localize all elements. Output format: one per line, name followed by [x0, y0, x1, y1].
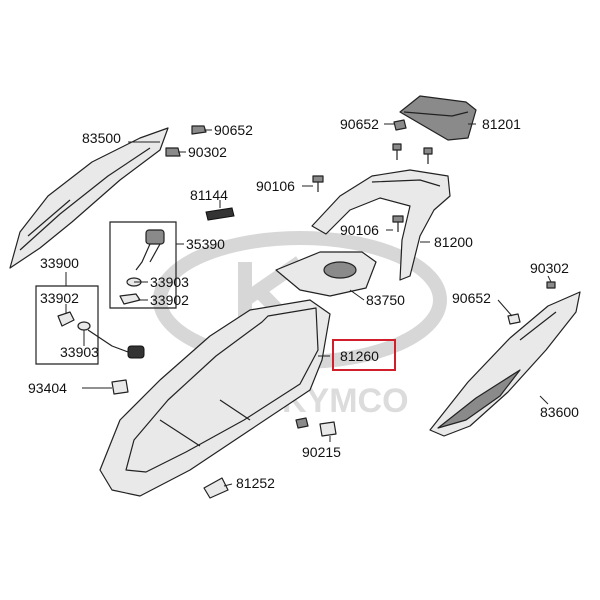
part-83750-inner-panel[interactable] — [275, 251, 377, 297]
bolt-90106-b[interactable] — [392, 215, 404, 232]
label-35390[interactable]: 35390 — [186, 236, 225, 252]
label-90652-b[interactable]: 90652 — [340, 116, 379, 132]
screw-90302-a[interactable] — [165, 147, 181, 157]
label-90106-b[interactable]: 90106 — [340, 222, 379, 238]
part-81252-cover[interactable] — [203, 477, 229, 499]
screw-93404[interactable] — [111, 379, 129, 395]
screw-90302-b[interactable] — [546, 281, 556, 289]
label-33902-b[interactable]: 33902 — [40, 290, 79, 306]
label-81144[interactable]: 81144 — [190, 187, 228, 203]
bolts-carrier-top[interactable] — [392, 143, 433, 164]
label-90302-a[interactable]: 90302 — [188, 144, 227, 160]
part-33902-nut-a[interactable] — [119, 293, 141, 305]
bolt-90106-a[interactable] — [312, 175, 324, 192]
label-90652-a[interactable]: 90652 — [214, 122, 253, 138]
label-81200[interactable]: 81200 — [434, 234, 473, 250]
label-93404[interactable]: 93404 — [28, 380, 67, 396]
part-33900-switch[interactable] — [87, 329, 145, 359]
part-81260-luggage-box[interactable] — [99, 299, 331, 497]
part-81144-clip[interactable] — [205, 207, 235, 221]
label-33900[interactable]: 33900 — [40, 255, 79, 271]
label-33902-a[interactable]: 33902 — [150, 292, 189, 308]
part-83600-right-cover[interactable] — [429, 291, 581, 437]
part-81201-carrier-cover[interactable] — [399, 95, 477, 141]
label-90302-b[interactable]: 90302 — [530, 260, 569, 276]
part-83500-left-cover[interactable] — [9, 127, 169, 269]
part-33902-nut-b[interactable] — [57, 311, 75, 327]
label-33903-a[interactable]: 33903 — [150, 274, 189, 290]
label-90652-c[interactable]: 90652 — [452, 290, 491, 306]
group-box-33900 — [35, 285, 99, 365]
part-35390-light[interactable] — [135, 229, 165, 271]
label-83750[interactable]: 83750 — [366, 292, 405, 308]
screw-90652-b[interactable] — [393, 119, 407, 131]
label-33903-b[interactable]: 33903 — [60, 344, 99, 360]
screw-90652-a[interactable] — [191, 125, 207, 135]
label-90106-a[interactable]: 90106 — [256, 178, 295, 194]
label-83500[interactable]: 83500 — [82, 130, 121, 146]
nut-90215[interactable] — [295, 417, 337, 437]
screw-90652-c[interactable] — [507, 313, 521, 325]
label-81252[interactable]: 81252 — [236, 475, 275, 491]
group-box-35390 — [109, 221, 177, 309]
leader-lines — [65, 123, 552, 487]
label-90215[interactable]: 90215 — [302, 444, 341, 460]
highlight-box-81260 — [332, 339, 396, 371]
label-81201[interactable]: 81201 — [482, 116, 521, 132]
part-81200-rear-carrier[interactable] — [311, 169, 451, 281]
part-33903-washer-b[interactable] — [77, 321, 91, 331]
label-83600[interactable]: 83600 — [540, 404, 579, 420]
label-81260[interactable]: 81260 — [340, 348, 379, 364]
